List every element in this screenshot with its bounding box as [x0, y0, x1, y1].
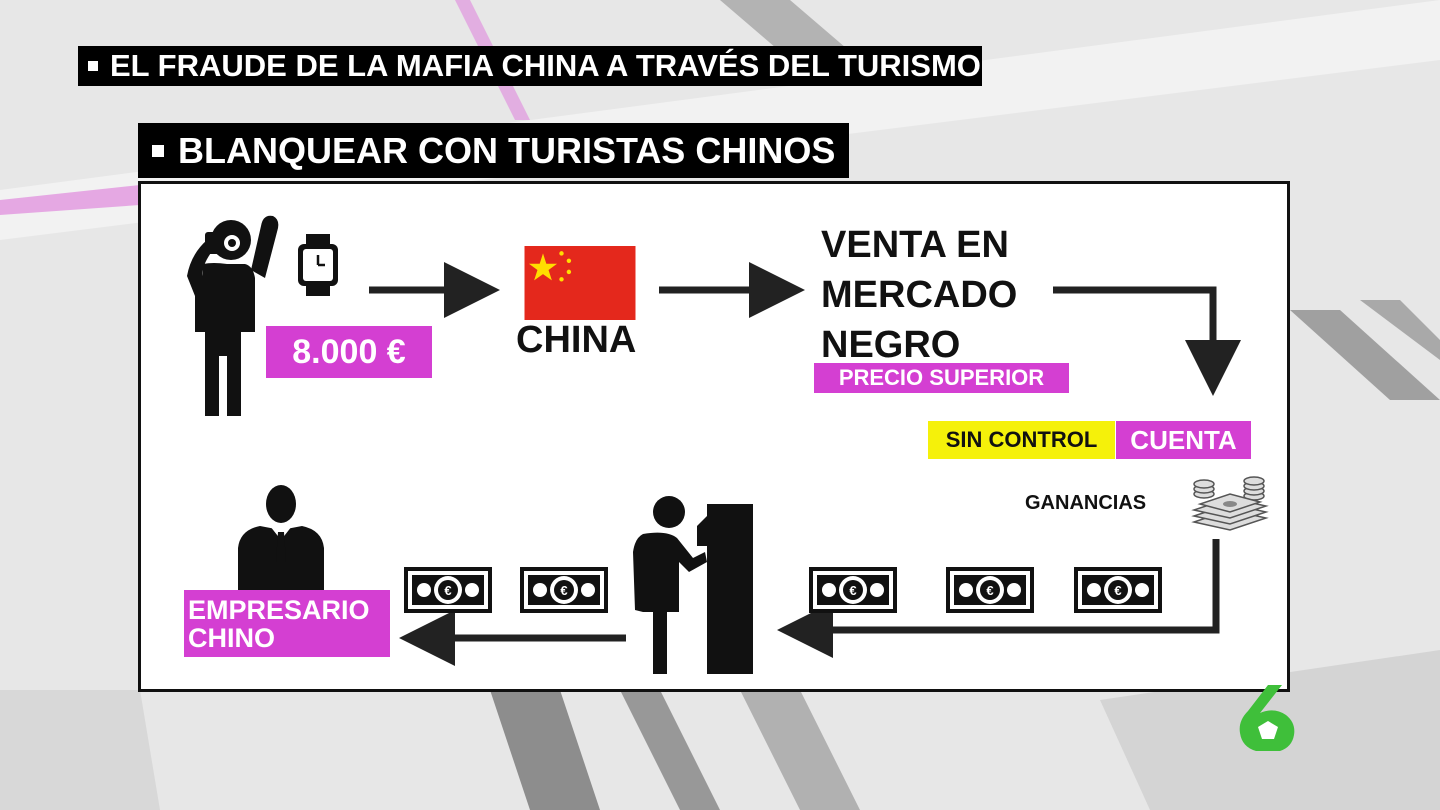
banknote-euro-icon: €	[1074, 567, 1162, 613]
price-badge: 8.000 €	[266, 326, 432, 378]
diagram-panel: 8.000 € CHINA VENTA EN MERCADO NEGRO PRE…	[138, 181, 1290, 692]
money-stack-icon	[1191, 476, 1269, 531]
businessman-line: EMPRESARIO	[188, 595, 370, 625]
subheadline-text: BLANQUEAR CON TURISTAS CHINOS	[178, 129, 836, 171]
banknote-euro-icon: €	[520, 567, 608, 613]
banknote-euro-icon: €	[809, 567, 897, 613]
businessman-icon	[238, 485, 324, 592]
bullet-square	[88, 61, 98, 71]
china-label: CHINA	[516, 319, 637, 361]
svg-text:€: €	[560, 583, 567, 598]
flow-arrows	[369, 262, 1241, 666]
svg-text:€: €	[849, 583, 856, 598]
headline-bar: EL FRAUDE DE LA MAFIA CHINA A TRAVÉS DEL…	[78, 46, 982, 86]
svg-text:€: €	[444, 583, 451, 598]
tourist-camera-icon	[187, 215, 279, 416]
businessman-line: CHINO	[188, 623, 275, 653]
market-title: VENTA EN MERCADO NEGRO	[821, 220, 1061, 370]
subheadline-bar: BLANQUEAR CON TURISTAS CHINOS	[138, 123, 849, 178]
no-control-badge: SIN CONTROL	[928, 421, 1115, 459]
watch-icon	[298, 234, 338, 296]
svg-text:€: €	[986, 583, 993, 598]
china-flag-icon	[524, 246, 636, 320]
atm-person-icon	[633, 496, 753, 674]
channel-6-logo	[1239, 685, 1295, 751]
market-line: VENTA EN	[821, 224, 1009, 266]
bullet-square	[152, 144, 164, 157]
market-line: NEGRO	[821, 324, 961, 366]
businessman-badge: EMPRESARIO CHINO	[184, 590, 390, 657]
headline-text: EL FRAUDE DE LA MAFIA CHINA A TRAVÉS DEL…	[110, 48, 981, 83]
market-line: MERCADO	[821, 274, 1018, 316]
banknote-euro-icon: €	[404, 567, 492, 613]
svg-text:€: €	[1114, 583, 1121, 598]
account-badge: CUENTA	[1116, 421, 1251, 459]
profits-label: GANANCIAS	[1025, 492, 1147, 514]
higher-price-badge: PRECIO SUPERIOR	[814, 363, 1069, 393]
banknote-euro-icon: €	[946, 567, 1034, 613]
